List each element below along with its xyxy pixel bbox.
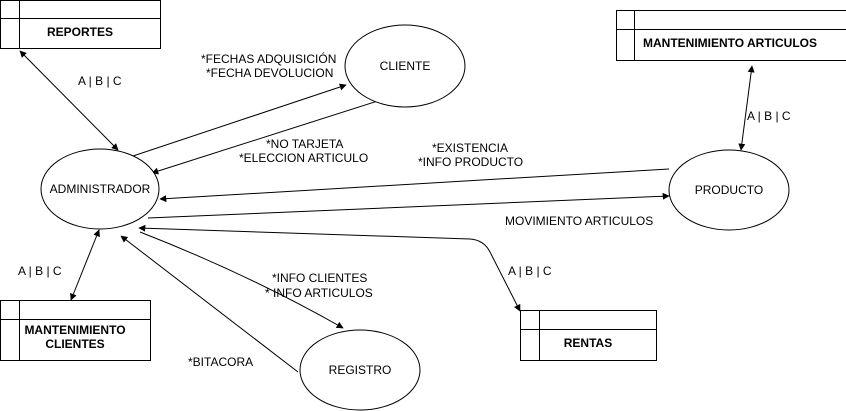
mantenimiento-articulos-label: MANTENIMIENTO ARTICULOS — [643, 36, 817, 50]
edge-administrador-rentas — [138, 224, 521, 312]
store-mantenimiento-articulos: MANTENIMIENTO ARTICULOS — [616, 10, 846, 61]
edge-administrador-cliente — [132, 83, 347, 157]
edge-reportes-administrador — [19, 50, 119, 151]
edge-administrador-producto — [147, 192, 670, 219]
edge-cliente-administrador — [151, 98, 385, 175]
mantenimiento-clientes-label-line2: CLIENTES — [45, 337, 104, 351]
process-cliente: CLIENTE — [344, 24, 466, 108]
reportes-label: REPORTES — [47, 25, 113, 39]
registro-label: REGISTRO — [329, 363, 392, 377]
reportes-abc-label: A | B | C — [78, 74, 122, 88]
cliente-label: CLIENTE — [380, 59, 431, 73]
producto-out-label-line2: *INFO PRODUCTO — [418, 155, 523, 169]
edge-producto-administrador — [159, 168, 670, 203]
articulos-abc-label: A | B | C — [747, 109, 791, 123]
cliente-out-label-line2: *ELECCION ARTICULO — [239, 151, 368, 165]
process-administrador: ADMINISTRADOR — [40, 148, 160, 230]
process-producto: PRODUCTO — [668, 149, 790, 231]
rentas-label: RENTAS — [564, 336, 612, 350]
cliente-in-label-line1: *FECHAS ADQUISICIÓN — [201, 51, 336, 66]
store-mantenimiento-clientes: MANTENIMIENTO CLIENTES — [0, 300, 151, 361]
administrador-label: ADMINISTRADOR — [50, 182, 151, 196]
process-registro: REGISTRO — [299, 329, 421, 411]
edge-mantenimiento-articulos-producto — [738, 65, 755, 151]
cliente-in-label-line2: *FECHA DEVOLUCION — [206, 66, 333, 80]
cliente-out-label-line1: *NO TARJETA — [266, 137, 343, 151]
registro-in-label-line2: * INFO ARTICULOS — [265, 286, 373, 300]
movimiento-label: MOVIMIENTO ARTICULOS — [505, 214, 653, 228]
rentas-abc-label: A | B | C — [508, 264, 552, 278]
producto-label: PRODUCTO — [695, 183, 763, 197]
bitacora-label: *BITACORA — [188, 355, 253, 369]
mantenimiento-clientes-label-line1: MANTENIMIENTO — [24, 323, 125, 337]
clientes-abc-label: A | B | C — [18, 264, 62, 278]
producto-out-label-line1: *EXISTENCIA — [432, 141, 508, 155]
store-reportes: REPORTES — [0, 0, 161, 49]
registro-in-label-line1: *INFO CLIENTES — [272, 271, 367, 285]
edge-administrador-registro — [139, 231, 344, 329]
store-rentas: RENTAS — [520, 310, 657, 361]
edge-registro-administrador — [120, 235, 299, 373]
edge-mantenimiento-clientes-administrador — [70, 229, 100, 301]
